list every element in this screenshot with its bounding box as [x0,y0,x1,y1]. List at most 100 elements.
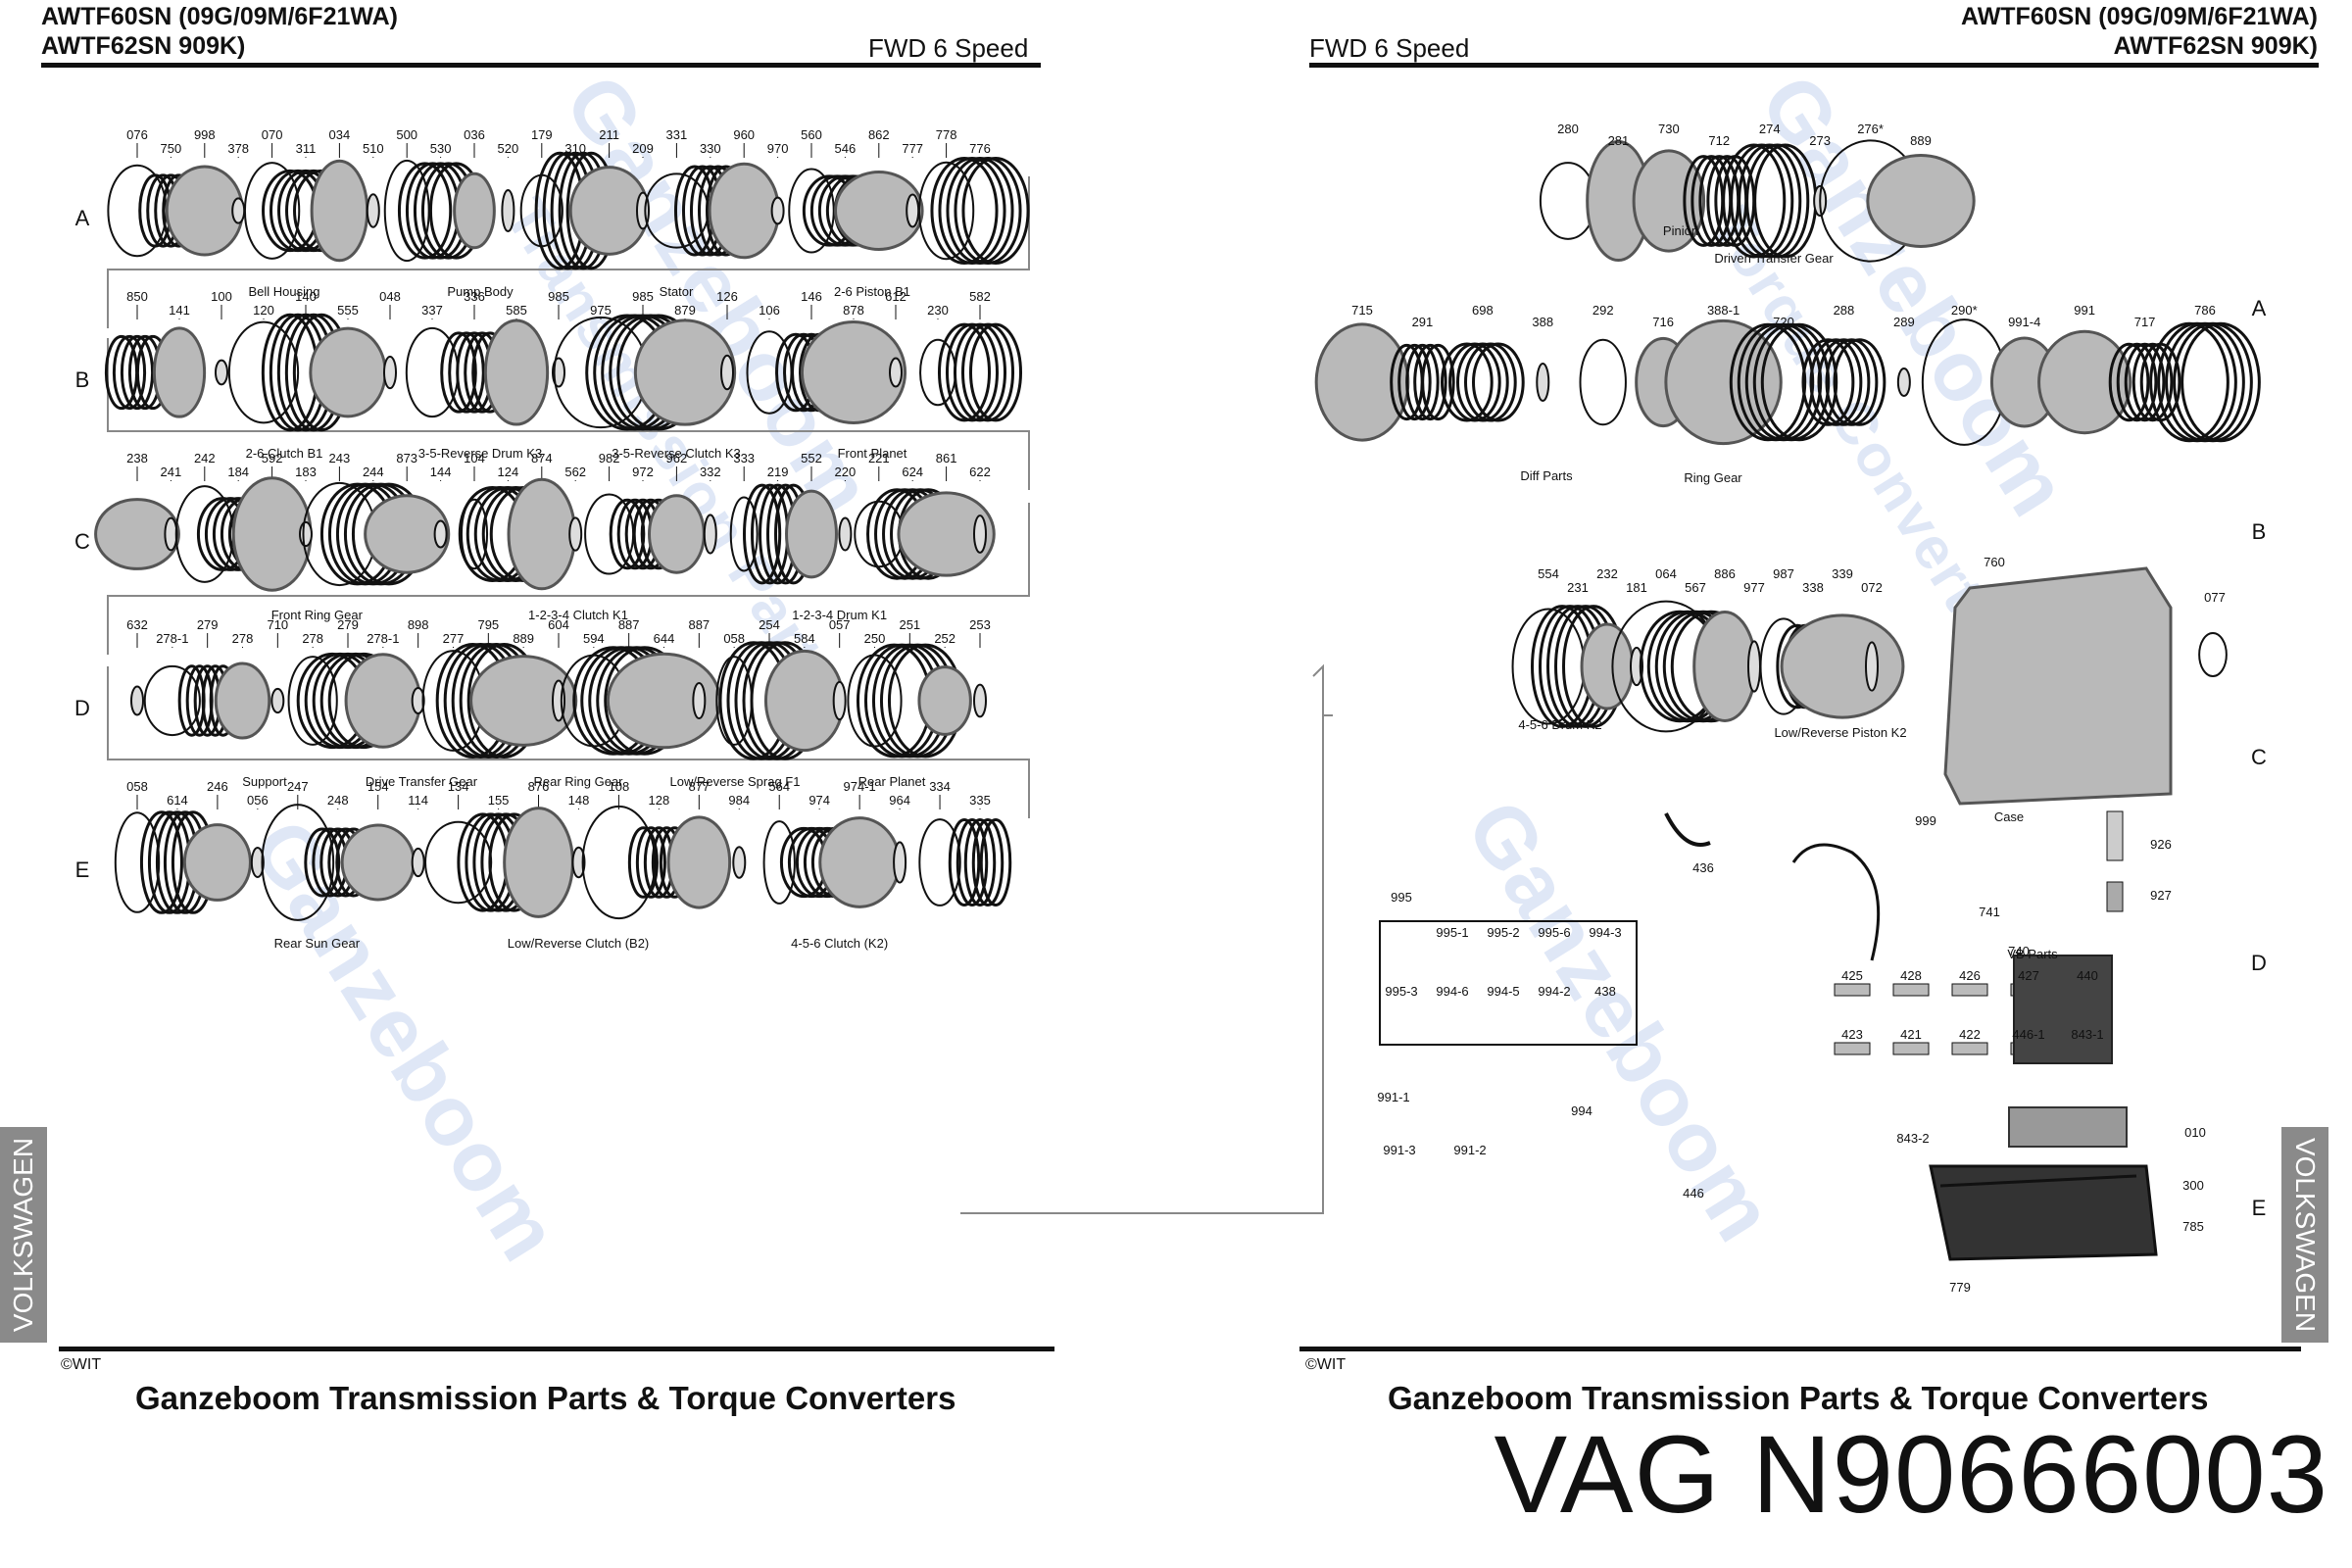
right-callout-D-5: 995-3 [1385,984,1417,999]
left-caption-E-0: Rear Sun Gear [274,936,361,951]
left-callout-A-15: 209 [632,141,654,156]
left-model-line2: AWTF62SN 909K) [41,32,246,60]
left-callout-E-18: 974-1 [844,779,876,794]
left-callout-A-8: 500 [396,127,417,142]
right-part-B-11 [1865,641,1879,692]
left-callout-A-6: 034 [329,127,351,142]
left-callout-C-10: 104 [464,451,485,466]
right-callout-D-13: 428 [1900,968,1922,983]
left-callout-A-0: 076 [126,127,148,142]
left-callout-D-13: 594 [583,631,605,646]
left-callout-B-3: 120 [253,303,274,318]
right-callout-E-4: 446 [1683,1186,1704,1200]
labels: A076750998378070311034510500530036520179… [74,122,2267,1295]
left-part-D-20 [832,680,847,721]
left-callout-D-21: 250 [864,631,886,646]
left-part-A-3 [231,197,246,224]
left-subtitle: FWD 6 Speed [868,33,1029,63]
left-callout-D-24: 253 [969,617,991,632]
left-part-C-24 [897,491,996,577]
flow-arrows [107,176,1333,1214]
left-callout-C-13: 562 [564,465,586,479]
right-callout-B-0: 554 [1538,566,1559,581]
left-callout-D-1: 278-1 [156,631,188,646]
left-part-E-19 [893,841,907,884]
left-callout-C-21: 220 [835,465,857,479]
right-callout-C-0: 436 [1692,860,1714,875]
right-callout-D-18: 421 [1900,1027,1922,1042]
right-part-B-3 [1630,646,1643,687]
left-callout-D-5: 278 [302,631,323,646]
right-row-letter-A: A [2252,296,2267,320]
left-callout-C-3: 184 [227,465,249,479]
right-part-A-16 [1801,338,1886,426]
right-callout-E-2: 991-2 [1453,1143,1486,1157]
left-callout-C-15: 972 [632,465,654,479]
left-callout-A-2: 998 [194,127,216,142]
left-callout-D-10: 795 [477,617,499,632]
right-part-D-13 [1892,983,1930,997]
plug-927 [2106,881,2124,912]
left-callout-A-3: 378 [227,141,249,156]
right-caption-D-0: VB Parts [2007,947,2058,961]
left-callout-D-4: 710 [267,617,288,632]
left-callout-A-13: 310 [564,141,586,156]
right-callout-B-4: 064 [1655,566,1677,581]
left-callout-A-20: 560 [801,127,822,142]
left-callout-E-15: 984 [728,793,750,808]
left-part-E-3 [250,847,265,878]
left-callout-B-1: 141 [169,303,190,318]
right-callout-C-3: 927 [2150,888,2172,903]
left-callout-E-14: 877 [688,779,710,794]
left-callout-C-5: 183 [295,465,317,479]
left-callout-D-11: 889 [513,631,534,646]
right-caption-B-0: 4-5-6 Drum K2 [1518,717,1601,732]
left-part-D-11 [469,655,578,747]
left-part-A-22 [834,171,924,251]
left-callout-C-14: 982 [599,451,620,466]
right-callout-B-5: 567 [1685,580,1706,595]
left-part-E-0 [114,811,161,913]
left-callout-D-15: 644 [654,631,675,646]
left-part-C-13 [568,516,583,552]
left-part-A-10 [453,172,496,250]
right-part-A-17 [1896,367,1911,398]
right-callout-A-2: 730 [1658,122,1680,136]
left-callout-A-12: 179 [531,127,553,142]
left-callout-E-1: 614 [167,793,188,808]
left-part-A-25 [930,157,1030,265]
right-model-line2: AWTF62SN 909K) [2113,32,2318,60]
left-callout-C-4: 592 [262,451,283,466]
left-part-E-12 [581,805,657,920]
left-part-D-7 [344,653,422,749]
right-callout-E-1: 991-3 [1383,1143,1415,1157]
left-callout-C-23: 624 [902,465,923,479]
right-callout-A-18: 290* [1951,303,1978,318]
left-caption-D-0: Support [242,774,287,789]
left-callout-A-10: 036 [464,127,485,142]
right-callout-D-7: 994-5 [1487,984,1519,999]
right-callout-A-15: 720 [1773,315,1794,329]
left-part-A-8 [383,159,430,263]
left-part-B-6 [383,355,397,390]
left-callout-B-2: 100 [211,289,232,304]
left-part-E-20 [918,818,961,906]
left-callout-A-14: 211 [599,127,619,142]
left-part-D-3 [214,662,271,740]
left-caption-B-2: 3-5-Reverse Clutch K3 [612,446,741,461]
left-callout-E-4: 247 [287,779,309,794]
left-caption-D-4: Rear Planet [858,774,926,789]
right-callout-D-12: 425 [1841,968,1863,983]
left-callout-C-16: 962 [666,451,688,466]
right-callout-D-21: 843-1 [2071,1027,2103,1042]
left-caption-C-2: 1-2-3-4 Drum K1 [792,608,887,622]
right-part-A-8 [1314,322,1410,442]
parts [94,139,2261,1261]
gasket-300 [1939,1174,2137,1188]
left-part-B-9 [483,318,550,426]
left-callout-A-23: 777 [902,141,923,156]
left-callout-C-7: 244 [363,465,384,479]
right-part-D-18 [1892,1042,1930,1055]
left-callout-C-19: 219 [767,465,789,479]
left-part-A-2 [165,165,244,257]
